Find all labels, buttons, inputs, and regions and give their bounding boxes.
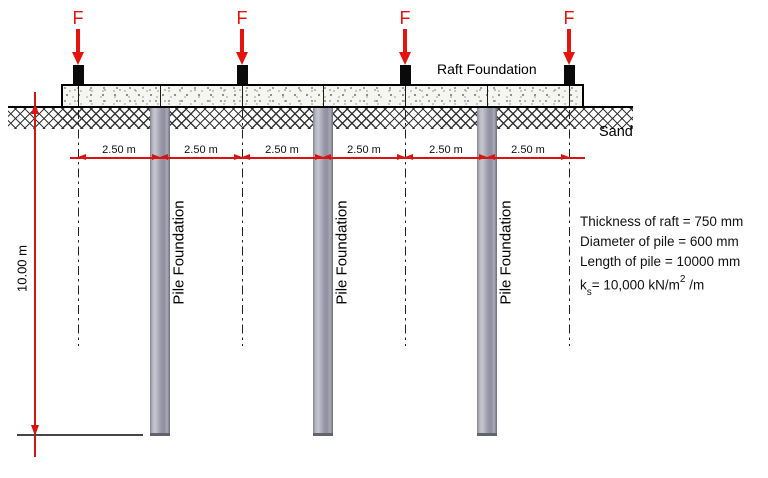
raft-label: Raft Foundation xyxy=(437,61,537,77)
dim-arrow-icon xyxy=(160,154,168,160)
note-pile-diameter: Diameter of pile = 600 mm xyxy=(580,234,739,249)
notes-block: Thickness of raft = 750 mm Diameter of p… xyxy=(580,212,743,301)
depth-dim-label: 10.00 m xyxy=(14,245,30,292)
note-raft-thickness: Thickness of raft = 750 mm xyxy=(580,214,744,229)
raft-joint-line xyxy=(568,86,570,106)
force-label: F xyxy=(399,8,411,28)
force-label: F xyxy=(236,8,248,28)
raft-joint-line xyxy=(159,86,161,106)
sand-label: Sand xyxy=(599,124,633,140)
span-dim-label: 2.50 m xyxy=(102,144,136,156)
dim-arrow-icon xyxy=(405,154,413,160)
span-dim-label: 2.50 m xyxy=(265,144,299,156)
force-arrow-shaft xyxy=(240,29,244,53)
note-subgrade-modulus: ks= 10,000 kN/m2 /m xyxy=(580,274,705,299)
dim-arrow-icon xyxy=(152,154,160,160)
raft-joint-line xyxy=(404,86,406,106)
dim-arrow-icon xyxy=(479,154,487,160)
force-label: F xyxy=(72,8,84,28)
pile-1 xyxy=(150,107,170,436)
note-pile-length: Length of pile = 10000 mm xyxy=(580,254,741,269)
dim-arrow-icon xyxy=(242,154,250,160)
pile-tip-reference-line xyxy=(17,434,143,436)
pile-label: Pile Foundation xyxy=(333,200,351,305)
dim-arrow-icon xyxy=(397,154,405,160)
force-arrowhead-icon xyxy=(236,52,248,65)
force-arrowhead-icon xyxy=(399,52,411,65)
dimension-line-vertical xyxy=(34,92,36,457)
column-stub xyxy=(399,65,411,85)
column-stub xyxy=(563,65,575,85)
dim-arrow-icon xyxy=(323,154,331,160)
raft-joint-line xyxy=(241,86,243,106)
force-arrowhead-icon xyxy=(72,52,84,65)
dim-arrow-up-icon xyxy=(31,103,39,114)
span-dim-label: 2.50 m xyxy=(429,144,463,156)
centerline-dashed xyxy=(241,110,243,346)
centerline-dashed xyxy=(404,110,406,346)
column-stub xyxy=(236,65,248,85)
force-arrowhead-icon xyxy=(563,52,575,65)
pile-label: Pile Foundation xyxy=(170,200,188,305)
raft-joint-line xyxy=(486,86,488,106)
force-arrow-shaft xyxy=(76,29,80,53)
raft-joint-line xyxy=(77,86,79,106)
dim-arrow-icon xyxy=(315,154,323,160)
force-arrow-shaft xyxy=(403,29,407,53)
centerline-dashed xyxy=(568,110,570,346)
pile-label: Pile Foundation xyxy=(497,200,515,305)
dim-arrow-icon xyxy=(487,154,495,160)
force-label: F xyxy=(563,8,575,28)
centerline-dashed xyxy=(77,110,79,346)
force-arrow-shaft xyxy=(567,29,571,53)
pile-2 xyxy=(313,107,333,436)
span-dim-label: 2.50 m xyxy=(347,144,381,156)
dim-arrow-icon xyxy=(78,154,86,160)
span-dim-label: 2.50 m xyxy=(184,144,218,156)
dim-arrow-icon xyxy=(561,154,569,160)
pile-3 xyxy=(477,107,497,436)
dim-arrow-icon xyxy=(234,154,242,160)
dim-arrow-down-icon xyxy=(31,425,39,436)
column-stub xyxy=(72,65,84,85)
span-dim-label: 2.50 m xyxy=(511,144,545,156)
raft-joint-line xyxy=(322,86,324,106)
